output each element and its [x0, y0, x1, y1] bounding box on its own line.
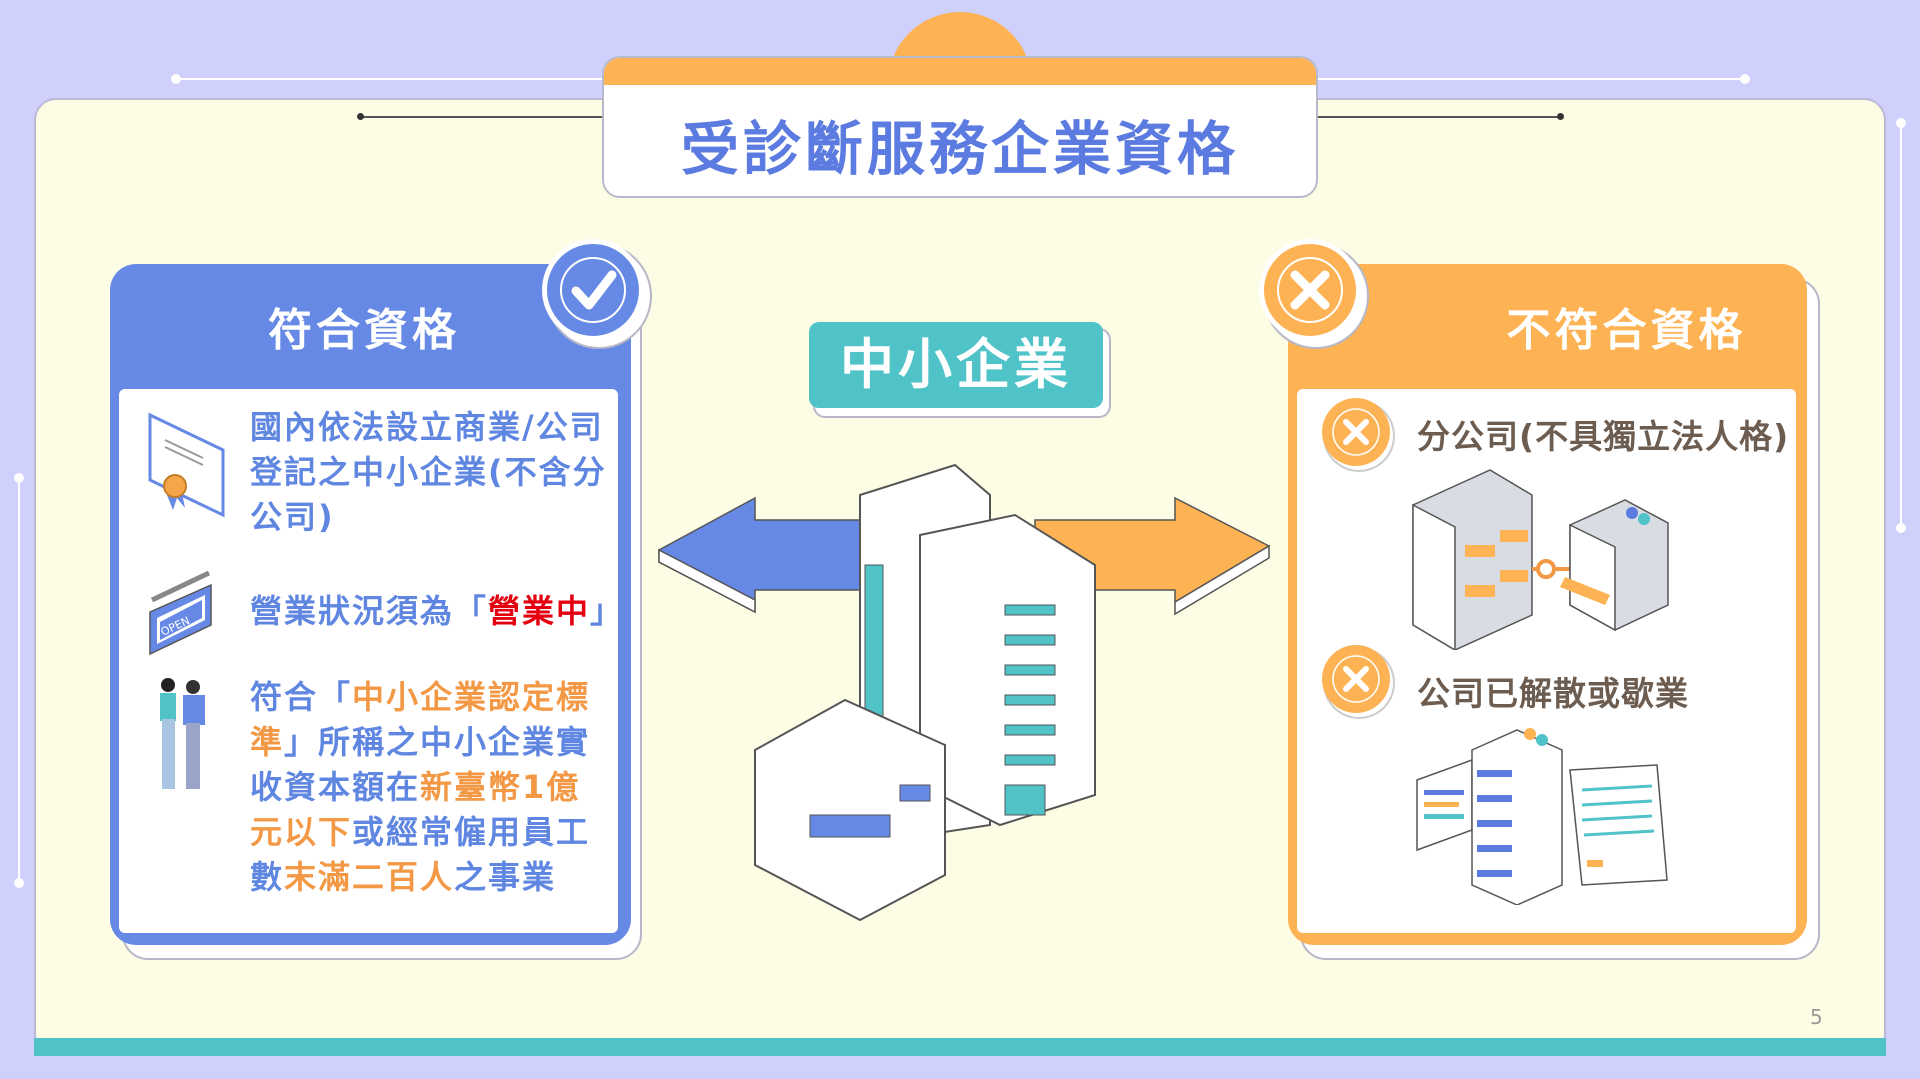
certificate-icon [148, 412, 225, 518]
text: 數 [250, 858, 285, 896]
deco-dot [171, 74, 181, 84]
open-sign-icon: OPEN [149, 570, 212, 656]
title-deco-line [1310, 116, 1560, 118]
text-line: 登記之中小企業(不含分 [250, 453, 607, 491]
building-illustration [754, 463, 1096, 922]
ineligible-header: 不符合資格 [1506, 305, 1747, 356]
text: 」所稱之中小企業實 [284, 723, 591, 761]
highlight: 準 [250, 723, 285, 761]
highlight: 中小企業認定標 [352, 678, 591, 716]
x-icon [1277, 257, 1343, 323]
text-line: 國內依法設立商業/公司 [250, 408, 604, 446]
sme-label: 中小企業 [809, 322, 1103, 408]
deco-dot [1896, 523, 1906, 533]
eligible-item-registration: 國內依法設立商業/公司 登記之中小企業(不含分 公司) [250, 405, 607, 540]
deco-dot [1896, 118, 1906, 128]
highlight: 末滿二百人 [284, 858, 455, 896]
check-icon [560, 257, 626, 323]
eligible-item-sme-standard: 符合「中小企業認定標 準」所稱之中小企業實 收資本額在新臺幣1億 元以下或經常僱… [250, 675, 590, 900]
text: 」 [590, 592, 625, 630]
text: 收資本額在 [250, 768, 421, 806]
title-box: 受診斷服務企業資格 [602, 56, 1318, 198]
side-deco-line [18, 478, 20, 884]
highlight: 新臺幣1億 [420, 768, 581, 806]
text: 營業狀況須為「 [250, 592, 489, 630]
closed-business-icon [1416, 728, 1668, 905]
branch-buildings-icon [1412, 469, 1669, 650]
text: 或經常僱用員工 [352, 813, 591, 851]
eligible-item-operating: 營業狀況須為「營業中」 [250, 589, 624, 634]
eligible-header: 符合資格 [268, 305, 460, 356]
business-people-icon [160, 678, 205, 789]
top-deco-line-left [176, 78, 606, 80]
deco-dot [1740, 74, 1750, 84]
x-circle-icon [1322, 645, 1390, 713]
title-deco-line [360, 116, 610, 118]
ineligible-item-dissolved: 公司已解散或歇業 [1417, 674, 1689, 713]
deco-dot [14, 473, 24, 483]
x-badge [1259, 239, 1361, 341]
highlight-operating: 營業中 [488, 592, 591, 630]
check-badge [542, 239, 644, 341]
highlight: 元以下 [250, 813, 353, 851]
page-title: 受診斷服務企業資格 [680, 115, 1239, 183]
top-deco-line-right [1318, 78, 1744, 80]
deco-dot [14, 878, 24, 888]
side-deco-line [1900, 122, 1902, 528]
text: 之事業 [454, 858, 557, 896]
x-circle-icon [1322, 398, 1390, 466]
deco-dot [1557, 113, 1564, 120]
ineligible-item-branch: 分公司(不具獨立法人格) [1417, 417, 1790, 456]
text-line: 公司) [250, 498, 335, 536]
page-number: 5 [1810, 1005, 1823, 1029]
bottom-bar [34, 1038, 1886, 1056]
deco-dot [357, 113, 364, 120]
text: 符合「 [250, 678, 353, 716]
